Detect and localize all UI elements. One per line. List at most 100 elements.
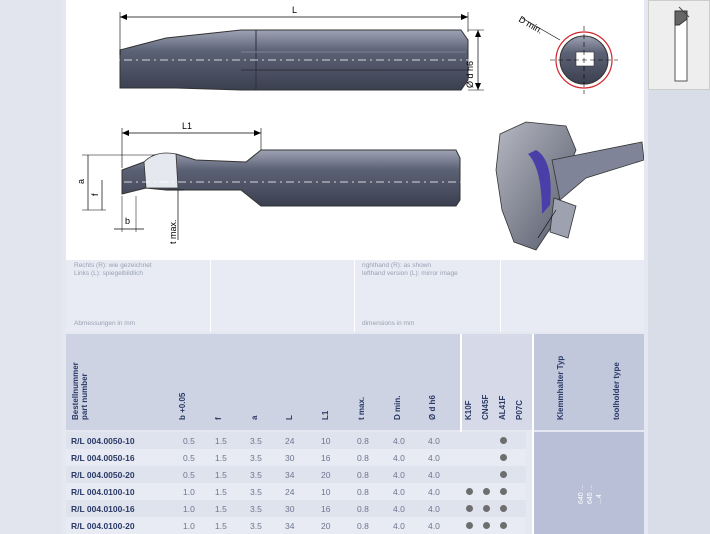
- availability-dot: [500, 454, 507, 461]
- cell-t: 0.8: [357, 521, 369, 531]
- note-de-line2: Links (L): spiegelbildlich: [74, 270, 144, 277]
- holder-header: [534, 334, 644, 430]
- header-t-max: t max.: [357, 396, 366, 420]
- table-header: [66, 334, 460, 430]
- cell-f: 1.5: [215, 453, 227, 463]
- cell-a: 3.5: [250, 504, 262, 514]
- cell-L: 24: [285, 487, 295, 497]
- note-cell-de: Rechts (R): wie gezeichnet Links (L): sp…: [66, 260, 211, 332]
- cell-a: 3.5: [250, 436, 262, 446]
- cell-L: 30: [285, 504, 295, 514]
- technical-drawing: L Ø d h6 D min.: [66, 0, 645, 260]
- tool-thumbnail: [648, 0, 710, 90]
- header-d-h6: Ø d h6: [428, 395, 437, 420]
- cell-D: 4.0: [393, 487, 405, 497]
- cell-L1: 20: [321, 470, 331, 480]
- cell-b: 0.5: [183, 470, 195, 480]
- header-holder-de: Klemmhalter Typ: [556, 355, 565, 420]
- header-holder-en: toolholder type: [612, 362, 621, 420]
- cell-a: 3.5: [250, 453, 262, 463]
- header-part-de: Bestellnummer: [71, 362, 80, 420]
- cell-a: 3.5: [250, 521, 262, 531]
- availability-dot: [500, 522, 507, 529]
- cell-L: 30: [285, 453, 295, 463]
- header-a: a: [250, 415, 259, 420]
- cell-d: 4.0: [428, 436, 440, 446]
- header-grade-1: K10F: [464, 400, 473, 420]
- header-f: f: [214, 417, 223, 420]
- dimension-t-max: t max.: [166, 189, 184, 244]
- cell-D: 4.0: [393, 504, 405, 514]
- cell-f: 1.5: [215, 504, 227, 514]
- product-table: Bestellnummer part number b +0.05 f a L …: [66, 334, 646, 534]
- note-de-dims: Abmessungen in mm: [74, 320, 136, 327]
- availability-dot: [500, 488, 507, 495]
- header-grade-3: AL41F: [498, 395, 507, 420]
- part-number: R/L 004.0050-10: [71, 436, 135, 446]
- label-L: L: [292, 5, 297, 15]
- cell-b: 0.5: [183, 453, 195, 463]
- side-view-tool: [106, 149, 466, 207]
- availability-dot: [466, 522, 473, 529]
- cutaway-3d-view: [495, 121, 645, 251]
- part-number: R/L 004.0100-16: [71, 504, 135, 514]
- cell-D: 4.0: [393, 436, 405, 446]
- cell-D: 4.0: [393, 453, 405, 463]
- cell-L1: 16: [321, 504, 331, 514]
- cell-t: 0.8: [357, 453, 369, 463]
- cell-L: 34: [285, 521, 295, 531]
- availability-dot: [483, 522, 490, 529]
- note-en-dims: dimensions in mm: [362, 320, 415, 327]
- availability-dot: [466, 505, 473, 512]
- cell-b: 1.0: [183, 504, 195, 514]
- label-D-min: D min.: [517, 14, 545, 36]
- holder-type-3: ...4: [596, 494, 603, 504]
- cell-d: 4.0: [428, 504, 440, 514]
- header-L1: L1: [321, 410, 330, 420]
- dimension-a-f: a f: [76, 154, 154, 211]
- cell-t: 0.8: [357, 504, 369, 514]
- holder-cell: 640 ... 645 ... ...4: [534, 432, 644, 534]
- label-a: a: [76, 179, 86, 184]
- cell-b: 1.0: [183, 487, 195, 497]
- part-number: R/L 004.0100-10: [71, 487, 135, 497]
- cell-d: 4.0: [428, 487, 440, 497]
- note-en-line2: lefthand version (L): mirror image: [362, 270, 458, 277]
- top-view-tool: [106, 29, 476, 91]
- table-row: R/L 004.0100-16 1.0 1.5 3.5 30 16 0.8 4.0 4.0: [66, 500, 526, 517]
- left-margin: [0, 0, 62, 534]
- note-cell-empty-1: [210, 260, 355, 332]
- cell-a: 3.5: [250, 487, 262, 497]
- availability-dot: [500, 505, 507, 512]
- availability-dot: [500, 471, 507, 478]
- cell-L1: 20: [321, 521, 331, 531]
- cell-t: 0.8: [357, 470, 369, 480]
- cell-a: 3.5: [250, 470, 262, 480]
- part-number: R/L 004.0100-20: [71, 521, 135, 531]
- drawing-canvas: L Ø d h6 D min.: [76, 5, 645, 251]
- header-b: b +0.05: [178, 392, 187, 420]
- cell-t: 0.8: [357, 436, 369, 446]
- dimension-b: b: [114, 196, 144, 232]
- availability-dot: [483, 505, 490, 512]
- availability-dot: [466, 488, 473, 495]
- cell-b: 1.0: [183, 521, 195, 531]
- note-en-line1: righthand (R): as shown: [362, 262, 432, 269]
- header-part-en: part number: [80, 373, 89, 420]
- cell-D: 4.0: [393, 521, 405, 531]
- notes-row: Rechts (R): wie gezeichnet Links (L): sp…: [66, 260, 644, 332]
- header-L: L: [285, 415, 294, 420]
- note-cell-empty-2: [500, 260, 644, 332]
- note-de-line1: Rechts (R): wie gezeichnet: [74, 262, 152, 269]
- label-f: f: [90, 193, 100, 196]
- availability-dot: [500, 437, 507, 444]
- note-cell-en: righthand (R): as shown lefthand version…: [354, 260, 501, 332]
- availability-dot: [483, 488, 490, 495]
- tool-thumbnail-icon: [674, 6, 690, 82]
- dimension-d-h6: Ø d h6: [465, 29, 484, 91]
